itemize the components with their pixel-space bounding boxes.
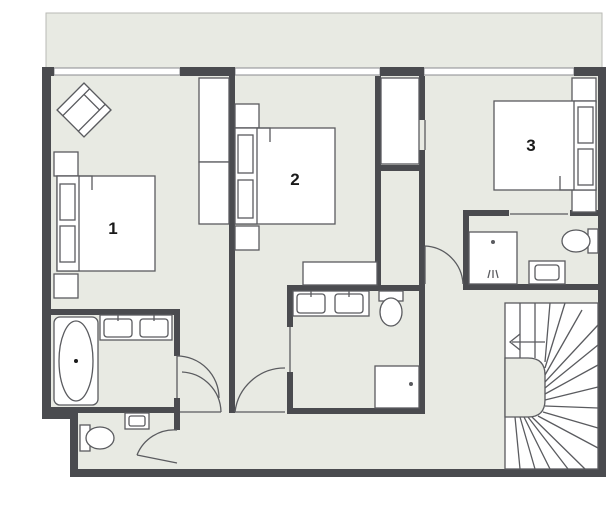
wardrobe xyxy=(198,77,230,163)
toilet xyxy=(378,290,404,327)
nightstand xyxy=(53,273,79,299)
nightstand xyxy=(234,225,260,251)
shower xyxy=(468,231,518,285)
bedroom-1-furniture: 1 xyxy=(53,82,156,299)
door-swing xyxy=(136,454,178,464)
armchair xyxy=(56,82,112,138)
wardrobe xyxy=(380,77,420,165)
nightstand xyxy=(571,187,597,213)
door-swing xyxy=(136,429,178,456)
toilet xyxy=(561,228,599,254)
sink xyxy=(528,260,566,285)
bathtub xyxy=(53,316,99,406)
bed xyxy=(56,175,156,272)
door-swing xyxy=(234,367,286,413)
bedroom-3-furniture: 3 xyxy=(493,77,597,213)
bed xyxy=(493,100,597,191)
bed xyxy=(234,127,336,225)
bench xyxy=(302,261,378,286)
bathroom-1-fixtures xyxy=(53,314,220,406)
bathroom-2-fixtures xyxy=(292,290,420,409)
nightstand xyxy=(234,103,260,129)
staircase xyxy=(504,302,599,470)
bedroom-3-door xyxy=(424,120,464,285)
room-label-3: 3 xyxy=(526,136,535,155)
bathroom-3-fixtures xyxy=(468,213,599,285)
nightstand xyxy=(53,151,79,177)
double-vanity xyxy=(99,314,173,341)
walls xyxy=(42,67,606,477)
balcony xyxy=(45,12,603,72)
wc-fixtures xyxy=(79,412,178,464)
bedroom-2-furniture: 2 xyxy=(198,77,420,413)
nightstand xyxy=(571,77,597,103)
top-windows xyxy=(53,67,575,76)
double-vanity xyxy=(292,290,370,317)
room-label-1: 1 xyxy=(108,219,117,238)
door-swing xyxy=(176,355,220,399)
shower xyxy=(374,365,420,409)
room-label-2: 2 xyxy=(290,170,299,189)
dresser xyxy=(198,161,230,225)
wc-sink xyxy=(124,412,150,430)
toilet xyxy=(79,424,115,452)
bedroom-1-door xyxy=(180,371,222,413)
